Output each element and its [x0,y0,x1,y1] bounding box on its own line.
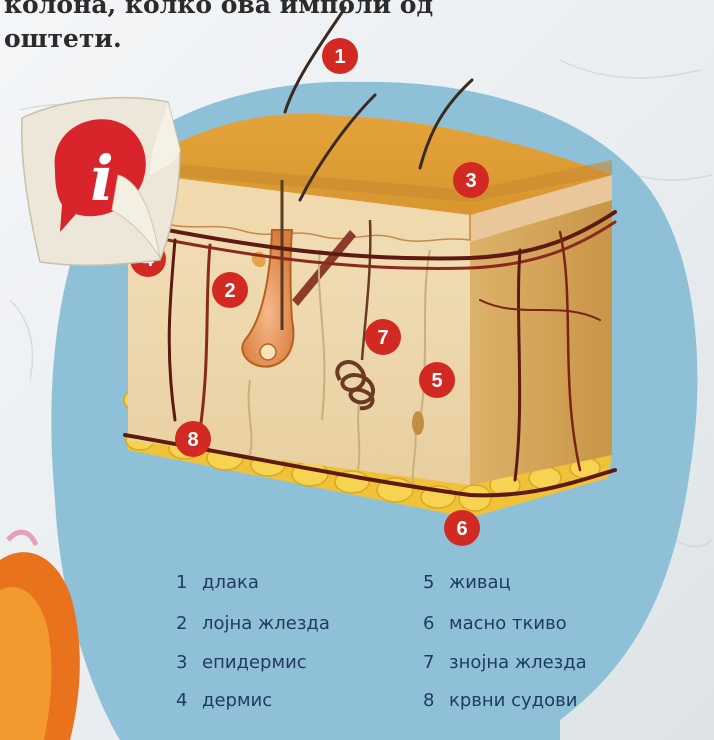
legend-text: длака [202,572,259,593]
legend-text: епидермис [202,652,307,673]
legend-num: 5 [423,572,449,593]
legend-text: крвни судови [449,690,577,711]
legend-num: 6 [423,613,449,634]
legend-text: масно ткиво [449,613,567,634]
legend-text: дермис [202,690,272,711]
legend-num: 7 [423,652,449,673]
legend-num: 4 [176,690,202,711]
legend-text: живац [449,572,511,593]
legend-num: 1 [176,572,202,593]
legend-text: знојна жлезда [449,652,587,673]
legend-num: 3 [176,652,202,673]
legend-num: 2 [176,613,202,634]
legend-text: лојна жлезда [202,613,330,634]
legend-num: 8 [423,690,449,711]
